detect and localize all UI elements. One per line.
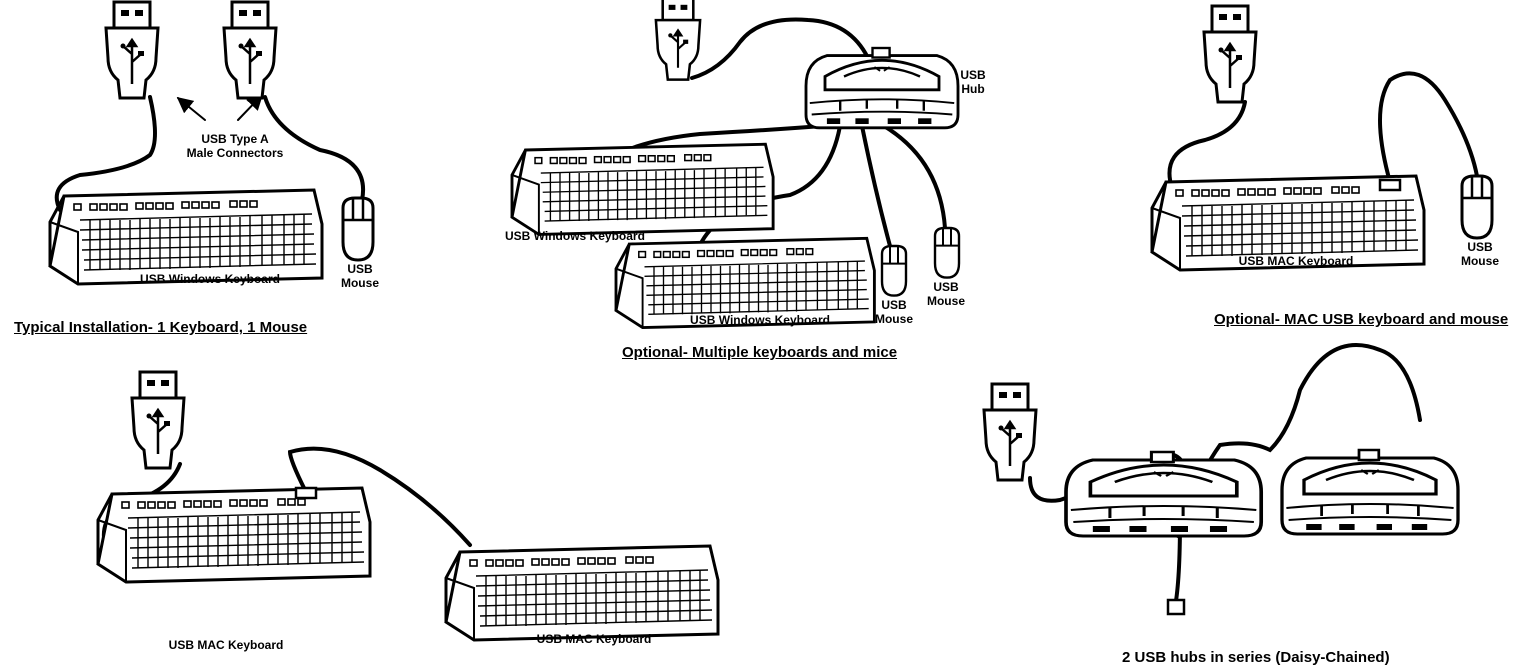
keyboard-label: USB Windows Keyboard	[140, 272, 280, 286]
mouse-label: USB Mouse	[335, 262, 385, 290]
cable	[1028, 452, 1200, 609]
mouse-label: USB Mouse	[1450, 240, 1510, 268]
hub-icon	[1280, 448, 1460, 536]
usb-plug-icon	[104, 0, 160, 100]
hub-label-line1: USB	[960, 68, 986, 82]
mouse-label-line1: USB	[1467, 240, 1493, 254]
mouse-icon	[933, 226, 961, 279]
mouse-label-line2: Mouse	[874, 312, 913, 326]
connectors-label-line2: Male Connectors	[186, 146, 284, 160]
caption-mac: Optional- MAC USB keyboard and mouse	[1214, 311, 1509, 328]
cable	[860, 124, 892, 248]
mouse-label-line2: Mouse	[340, 276, 379, 290]
keyboard-label: USB Windows Keyboard	[690, 313, 830, 327]
mouse-label-line1: USB	[881, 298, 907, 312]
caption-multiple: Optional- Multiple keyboards and mice	[622, 344, 898, 361]
cable	[690, 17, 870, 80]
mouse-label: USB Mouse	[864, 298, 924, 326]
mouse-label-line1: USB	[933, 280, 959, 294]
connectors-label: USB Type A Male Connectors	[170, 132, 300, 160]
hub-icon	[804, 46, 960, 130]
keyboard-icon	[48, 188, 324, 286]
usb-plug-icon	[222, 0, 278, 100]
caption-daisy: 2 USB hubs in series (Daisy-Chained)	[1122, 649, 1390, 666]
cable	[1167, 100, 1247, 190]
keyboard-label: USB MAC Keyboard	[1238, 254, 1354, 268]
mouse-label-line2: Mouse	[1460, 254, 1499, 268]
usb-plug-icon	[130, 370, 186, 470]
cable	[882, 124, 947, 230]
mouse-label-line1: USB	[347, 262, 373, 276]
keyboard-icon	[510, 142, 775, 236]
mouse-icon	[341, 196, 375, 262]
cable	[287, 446, 472, 547]
keyboard-label: USB Windows Keyboard	[505, 229, 645, 243]
keyboard-icon	[444, 544, 720, 642]
cable	[54, 95, 157, 212]
hub-icon	[1064, 450, 1264, 538]
usb-plug-icon	[1202, 4, 1258, 104]
caption-typical: Typical Installation- 1 Keyboard, 1 Mous…	[14, 319, 308, 336]
usb-plug-icon	[654, 0, 702, 81]
keyboard-icon	[96, 486, 372, 584]
mouse-icon	[880, 244, 908, 297]
connectors-label-line1: USB Type A	[201, 132, 269, 146]
cable	[1378, 71, 1479, 184]
usb-plug-icon	[982, 382, 1038, 482]
mouse-label: USB Mouse	[916, 280, 976, 308]
mouse-icon	[1460, 174, 1494, 240]
hub-label: USB Hub	[948, 68, 998, 96]
cable	[263, 95, 366, 202]
keyboard-label: USB MAC Keyboard	[536, 632, 652, 646]
keyboard-label: USB MAC Keyboard	[168, 638, 284, 652]
hub-label-line2: Hub	[961, 82, 985, 96]
mouse-label-line2: Mouse	[926, 294, 965, 308]
